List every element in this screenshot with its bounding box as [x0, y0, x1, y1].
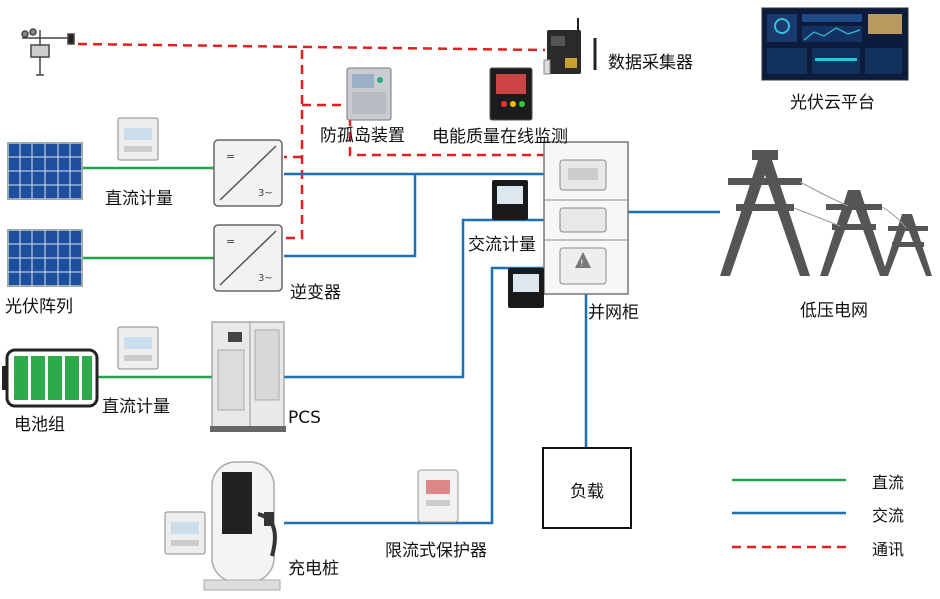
ev-charger-icon [203, 461, 281, 591]
comm-line-weather [77, 42, 546, 52]
power-tower-icon [720, 150, 932, 276]
label-charger: 充电桩 [288, 559, 339, 579]
dc-meter-icon [164, 511, 206, 555]
label-battery: 电池组 [14, 415, 65, 435]
inverter-icon: = 3~ [213, 224, 283, 292]
ac-lines [284, 172, 720, 525]
current-limiter-icon [417, 469, 459, 523]
pcs-cabinet-icon [210, 321, 286, 432]
ac-meter-icon [508, 268, 544, 308]
label-data-collector: 数据采集器 [608, 53, 693, 73]
dc-lines [82, 166, 214, 379]
label-dc-meter: 直流计量 [105, 189, 173, 209]
ac-line-charger [284, 266, 544, 525]
legend-ac-label: 交流 [872, 506, 905, 525]
svg-text:=: = [226, 235, 235, 248]
cloud-platform-screen-icon [761, 7, 909, 81]
label-cloud-platform: 光伏云平台 [790, 93, 875, 113]
label-current-limiter: 限流式保护器 [385, 541, 487, 561]
pv-panel-icon [7, 229, 83, 287]
legend-comm-label: 通讯 [872, 540, 905, 559]
ac-meter-icon [492, 180, 528, 220]
pv-panel-icon [7, 142, 83, 200]
label-pv-array: 光伏阵列 [5, 297, 73, 317]
svg-text:=: = [226, 150, 235, 163]
data-collector-icon [543, 18, 597, 75]
dc-meter-icon [117, 326, 159, 370]
dc-meter-icon [117, 117, 159, 161]
comm-line-monitors [302, 103, 546, 157]
power-quality-monitor-icon [489, 67, 533, 121]
legend [732, 478, 846, 549]
label-inverter: 逆变器 [290, 283, 341, 303]
comm-lines [77, 42, 546, 240]
label-low-voltage-grid: 低压电网 [800, 301, 868, 321]
load-box [542, 447, 632, 529]
label-power-quality: 电能质量在线监测 [432, 127, 568, 147]
label-pcs: PCS [288, 408, 321, 428]
legend-dc-label: 直流 [872, 473, 905, 492]
svg-text:!: ! [580, 259, 584, 269]
label-anti-island: 防孤岛装置 [320, 126, 405, 146]
battery-icon [2, 348, 99, 408]
grid-cabinet-icon: ! [543, 141, 629, 295]
power-wires [793, 181, 907, 229]
label-load: 负载 [570, 482, 604, 502]
label-grid-cabinet: 并网柜 [588, 303, 639, 323]
ac-line-inv2 [284, 174, 417, 258]
svg-text:3~: 3~ [258, 273, 273, 284]
label-dc-meter: 直流计量 [102, 397, 170, 417]
comm-line-trunk [284, 50, 304, 240]
inverter-icon: = 3~ [213, 139, 283, 207]
anti-island-device-icon [346, 67, 392, 121]
svg-text:3~: 3~ [258, 188, 273, 199]
weather-station-icon [21, 28, 75, 76]
label-ac-meter: 交流计量 [468, 235, 536, 255]
